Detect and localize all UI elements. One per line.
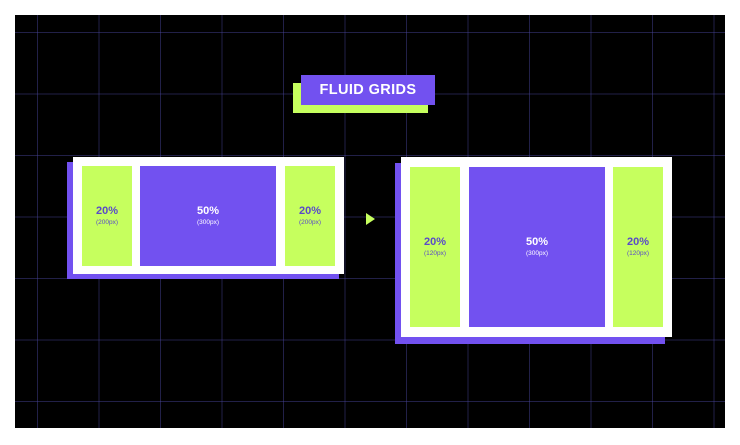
right-column-3: 20% (120px) bbox=[613, 167, 663, 327]
column-pixels: (120px) bbox=[423, 250, 447, 257]
right-column-2: 50% (300px) bbox=[469, 167, 605, 327]
column-percent: 20% bbox=[626, 236, 650, 248]
page-title: FLUID GRIDS bbox=[301, 75, 435, 105]
column-pixels: (120px) bbox=[626, 250, 650, 257]
column-percent: 50% bbox=[196, 205, 220, 217]
column-percent: 20% bbox=[298, 205, 322, 217]
column-pixels: (200px) bbox=[95, 219, 119, 226]
right-layout-frame: 20% (120px) 50% (300px) 20% (120px) bbox=[401, 157, 672, 337]
column-pixels: (300px) bbox=[196, 219, 220, 226]
column-pixels: (200px) bbox=[298, 219, 322, 226]
column-percent: 20% bbox=[95, 205, 119, 217]
play-arrow-icon bbox=[366, 213, 375, 225]
grid-canvas: FLUID GRIDS 20% (200px) 50% (300px) 20% … bbox=[15, 15, 725, 428]
column-percent: 50% bbox=[525, 236, 549, 248]
left-column-2: 50% (300px) bbox=[140, 166, 276, 266]
left-column-1: 20% (200px) bbox=[82, 166, 132, 266]
left-column-3: 20% (200px) bbox=[285, 166, 335, 266]
right-column-1: 20% (120px) bbox=[410, 167, 460, 327]
column-percent: 20% bbox=[423, 236, 447, 248]
left-layout-frame: 20% (200px) 50% (300px) 20% (200px) bbox=[73, 157, 344, 274]
column-pixels: (300px) bbox=[525, 250, 549, 257]
